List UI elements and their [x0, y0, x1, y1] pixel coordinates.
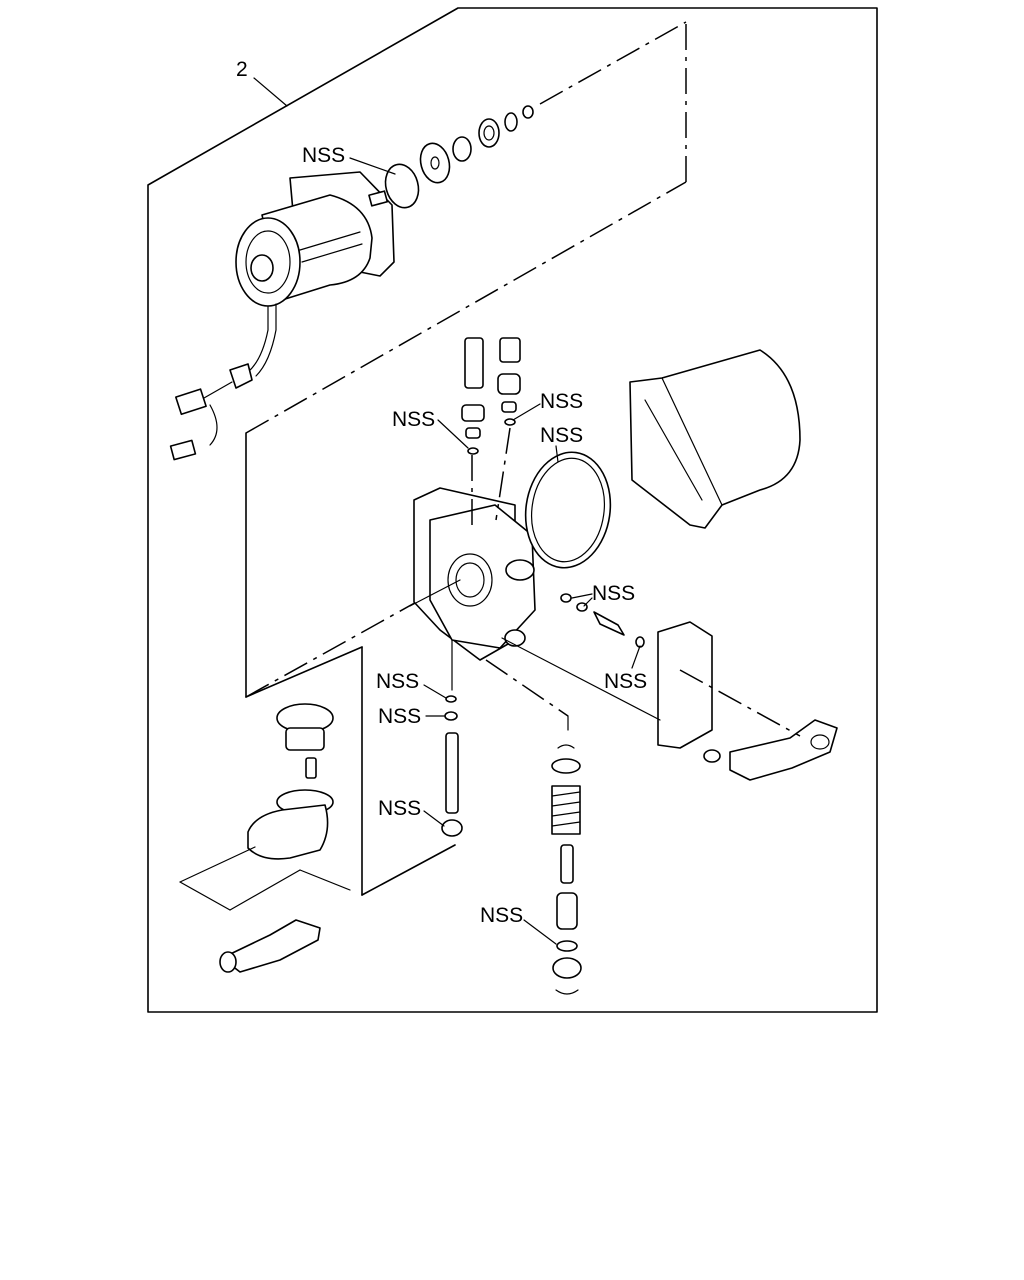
nss-label-shaft-seal-1: NSS [376, 670, 419, 693]
nss-label-gasket: NSS [540, 424, 583, 447]
assembly-frame [147, 7, 878, 1013]
gasket-and-cover [524, 349, 801, 569]
nss-label-oring-motor: NSS [302, 144, 345, 167]
nss-label-washer-right: NSS [540, 390, 583, 413]
nss-label-plunger-oring: NSS [480, 904, 523, 927]
pin-and-bracket [501, 593, 838, 781]
nss-label-bracket-clip: NSS [604, 670, 647, 693]
nss-label-washer-left: NSS [392, 408, 435, 431]
pump-housing [409, 487, 536, 661]
nss-labels: NSS NSS NSS NSS NSS NSS NSS NSS NSS NSS [302, 144, 647, 945]
lower-left-parts [179, 646, 363, 973]
shaft-and-seals [361, 639, 463, 896]
nss-label-shaft-seal-2: NSS [378, 705, 421, 728]
plunger-stack [485, 659, 582, 995]
callout-number: 2 [236, 58, 248, 81]
motor-subassembly-frame [245, 22, 687, 698]
callout-2: 2 [236, 58, 288, 107]
motor-shaft-parts [384, 21, 687, 209]
motor [169, 171, 395, 461]
fittings [461, 337, 521, 530]
nss-label-shaft-bushing: NSS [378, 797, 421, 820]
nss-label-pin-clip: NSS [592, 582, 635, 605]
